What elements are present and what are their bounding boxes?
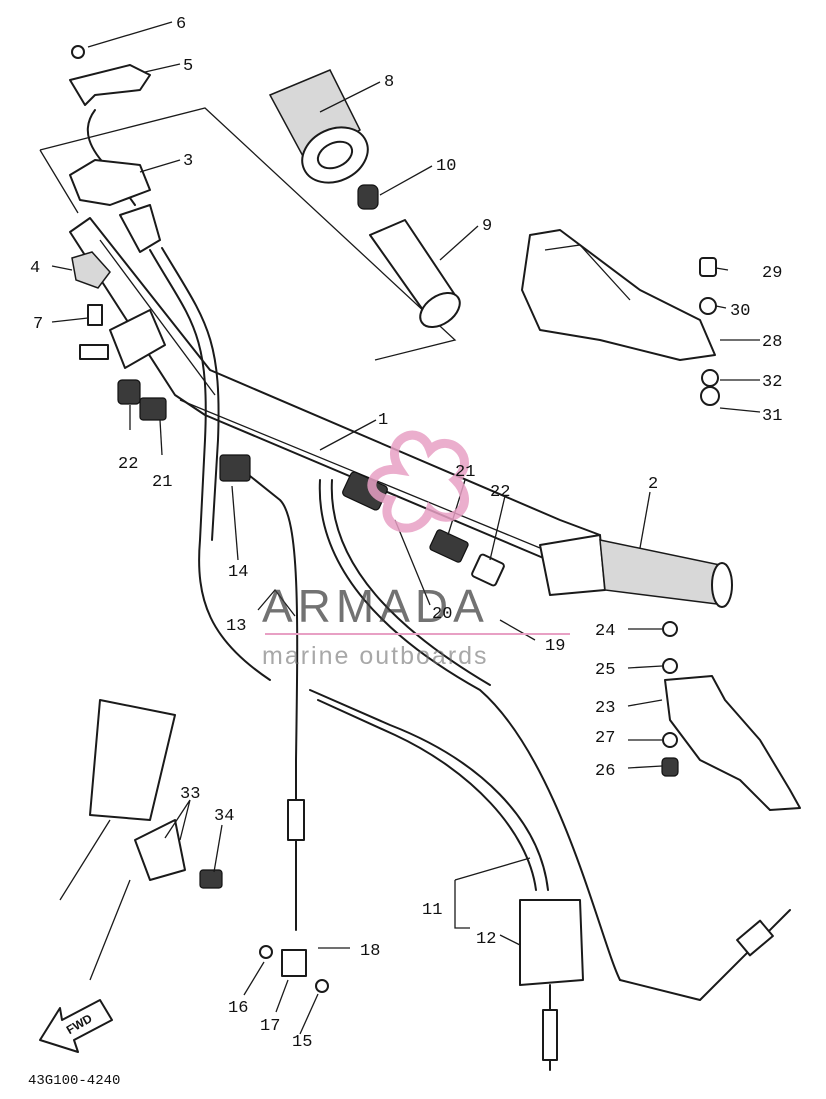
brake-cable <box>318 479 791 1001</box>
decompressor-cable <box>219 454 329 993</box>
hand-guard-left <box>661 621 801 811</box>
callout-32: 32 <box>762 373 782 392</box>
callout-15: 15 <box>292 1033 312 1052</box>
fwd-direction-marker: FWD <box>39 999 113 1053</box>
callout-11: 11 <box>422 901 442 920</box>
diagram-code: 43G100-4240 <box>28 1073 120 1089</box>
left-clamp-assembly <box>71 251 167 421</box>
hand-guard-right <box>521 229 716 361</box>
leader-lines <box>51 21 761 1035</box>
callout-25: 25 <box>595 661 615 680</box>
watermark-brand: ARMADA <box>262 580 489 632</box>
callout-28: 28 <box>762 333 782 352</box>
callout-21-right: 21 <box>455 463 475 482</box>
callout-13: 13 <box>226 617 246 636</box>
callout-labels: 1 2 3 4 5 6 7 8 9 10 11 12 13 14 15 16 1… <box>30 15 782 1052</box>
callout-29: 29 <box>762 264 782 283</box>
callout-26: 26 <box>595 762 615 781</box>
fork-tube <box>59 699 223 981</box>
callout-1: 1 <box>378 411 388 430</box>
watermark-logo: ARMADA marine outboards <box>262 430 570 670</box>
throttle-housing-assembly <box>69 45 271 681</box>
clutch-cable <box>309 689 584 1071</box>
throttle-tube-9 <box>369 219 461 329</box>
grip-8 <box>268 69 379 210</box>
callout-3: 3 <box>183 152 193 171</box>
callout-5: 5 <box>183 57 193 76</box>
callout-31: 31 <box>762 407 782 426</box>
callout-17: 17 <box>260 1017 280 1036</box>
callout-22-left: 22 <box>118 455 138 474</box>
callout-14: 14 <box>228 563 248 582</box>
callout-7: 7 <box>33 315 43 334</box>
callout-27: 27 <box>595 729 615 748</box>
callout-9: 9 <box>482 217 492 236</box>
callout-12: 12 <box>476 930 496 949</box>
callout-8: 8 <box>384 73 394 92</box>
callout-6: 6 <box>176 15 186 34</box>
callout-23: 23 <box>595 699 615 718</box>
hand-guard-fasteners <box>699 257 720 406</box>
callout-21-left: 21 <box>152 473 172 492</box>
lever-assembly <box>342 471 505 587</box>
callout-19: 19 <box>545 637 565 656</box>
callout-10: 10 <box>436 157 456 176</box>
callout-18: 18 <box>360 942 380 961</box>
callout-16: 16 <box>228 999 248 1018</box>
callout-34: 34 <box>214 807 234 826</box>
callout-22-right: 22 <box>490 483 510 502</box>
watermark-tagline: marine outboards <box>262 642 489 670</box>
grip-2 <box>539 534 733 608</box>
callout-30: 30 <box>730 302 750 321</box>
callout-20: 20 <box>432 605 452 624</box>
callout-4: 4 <box>30 259 40 278</box>
callout-2: 2 <box>648 475 658 494</box>
callout-24: 24 <box>595 622 615 641</box>
callout-33: 33 <box>180 785 200 804</box>
exploded-view-frame <box>39 107 457 361</box>
